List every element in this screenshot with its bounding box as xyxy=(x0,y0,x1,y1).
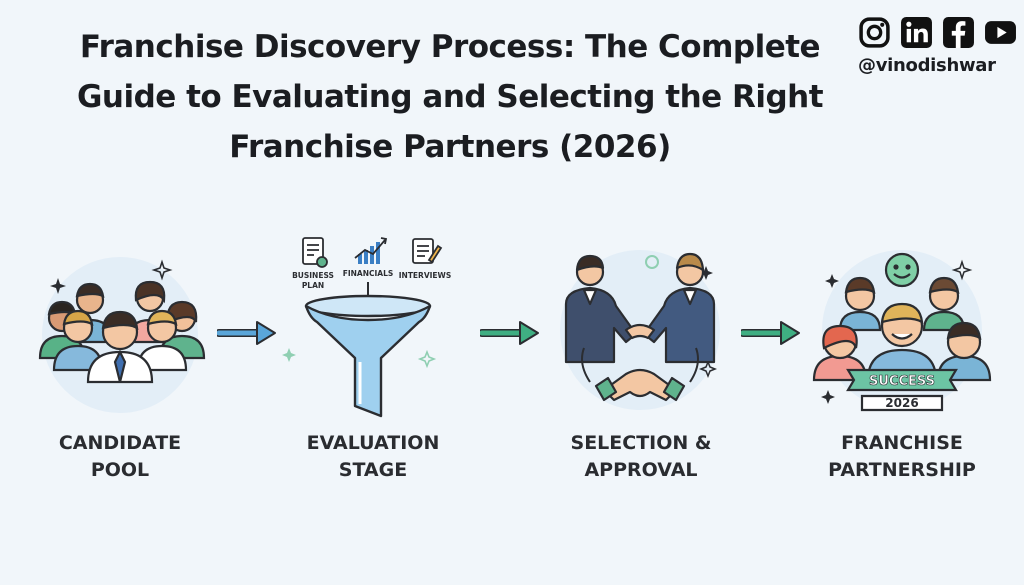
social-icons xyxy=(858,16,1018,49)
input-label-financials: FINANCIALS xyxy=(343,269,394,278)
financials-icon xyxy=(358,242,380,264)
arrow-right-icon xyxy=(480,321,539,345)
celebration-group-icon: SUCCESS 2026 xyxy=(812,250,992,412)
input-label-business-plan-2: PLAN xyxy=(302,281,324,290)
arrow-right-icon xyxy=(741,321,800,345)
stage-label-line-1: EVALUATION xyxy=(306,432,440,454)
stage-evaluation: BUSINESS PLAN FINANCIALS INTERVIEWS xyxy=(265,230,485,420)
social-handle[interactable]: @vinodishwar xyxy=(858,55,996,76)
facebook-icon[interactable] xyxy=(942,16,975,49)
input-label-interviews: INTERVIEWS xyxy=(399,271,451,280)
title-line-3: Franchise Partners (2026) xyxy=(229,129,671,165)
title-line-1: Franchise Discovery Process: The Complet… xyxy=(79,29,821,65)
stage-label-candidate-pool: CANDIDATE POOL xyxy=(10,430,230,484)
stage-candidate-pool xyxy=(10,230,230,420)
funnel-icon: BUSINESS PLAN FINANCIALS INTERVIEWS xyxy=(282,237,451,418)
stage-franchise-partnership: SUCCESS 2026 xyxy=(792,230,1012,420)
stage-label-selection-approval: SELECTION & APPROVAL xyxy=(531,430,751,484)
handshake-icon xyxy=(560,250,720,410)
banner-year: 2026 xyxy=(885,396,918,410)
people-group-icon xyxy=(38,257,206,413)
stage-label-evaluation: EVALUATION STAGE xyxy=(263,430,483,484)
page-title: Franchise Discovery Process: The Complet… xyxy=(40,22,860,172)
stage-label-line-2: PARTNERSHIP xyxy=(828,459,976,481)
title-line-2: Guide to Evaluating and Selecting the Ri… xyxy=(76,79,824,115)
success-banner-text: SUCCESS xyxy=(869,374,935,389)
input-label-business-plan-1: BUSINESS xyxy=(292,271,334,280)
youtube-icon[interactable] xyxy=(984,16,1017,49)
smiley-icon xyxy=(884,252,920,288)
stage-label-line-1: SELECTION & xyxy=(570,432,712,454)
stage-label-line-2: POOL xyxy=(90,459,150,481)
arrow-right-icon xyxy=(217,321,276,345)
stage-label-franchise-partnership: FRANCHISE PARTNERSHIP xyxy=(792,430,1012,484)
stage-label-line-2: APPROVAL xyxy=(584,459,698,481)
stage-selection-approval xyxy=(530,230,750,420)
stage-label-line-2: STAGE xyxy=(338,459,408,481)
linkedin-icon[interactable] xyxy=(900,16,933,49)
stage-label-line-1: CANDIDATE xyxy=(58,432,182,454)
social-block: @vinodishwar xyxy=(858,16,1018,86)
stage-label-line-1: FRANCHISE xyxy=(841,432,963,454)
instagram-icon[interactable] xyxy=(858,16,891,49)
